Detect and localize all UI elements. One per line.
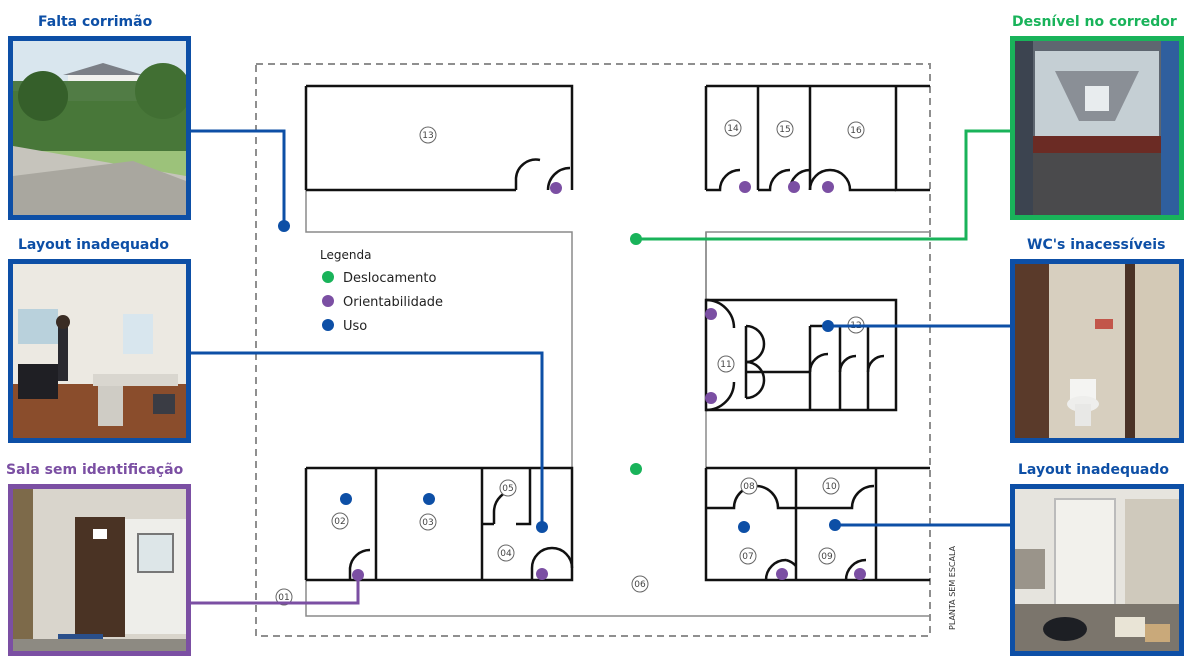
connector-desnivel-corredor (636, 129, 1012, 241)
svg-text:Uso: Uso (343, 319, 367, 334)
marker-orientabilidade (739, 181, 751, 193)
marker-orientabilidade (854, 568, 866, 580)
legend-item-uso: Uso (322, 319, 367, 334)
svg-text:05: 05 (502, 484, 513, 494)
marker-uso (340, 493, 352, 505)
rooms-02-05-walls (304, 466, 574, 582)
svg-text:08: 08 (743, 482, 755, 492)
svg-text:02: 02 (334, 517, 345, 527)
room-label-01: 01 (275, 588, 293, 606)
room-labels: 13 14 15 16 11 12 02 03 04 05 06 01 07 0… (275, 119, 865, 606)
photo-title-sala-sem-identificacao: Sala sem identificação (6, 462, 184, 478)
connector-falta-corrimao (191, 129, 286, 226)
svg-text:09: 09 (821, 552, 833, 562)
room-label-04: 04 (497, 544, 515, 562)
marker-orientabilidade (352, 569, 364, 581)
svg-text:03: 03 (422, 518, 433, 528)
marker-orientabilidade (705, 392, 717, 404)
svg-text:Deslocamento: Deslocamento (343, 271, 436, 286)
marker-orientabilidade (788, 181, 800, 193)
legend-item-orientabilidade: Orientabilidade (322, 295, 443, 310)
photo-sala-sem-identificacao (8, 484, 191, 656)
issue-markers (278, 181, 866, 581)
photo-title-falta-corrimao: Falta corrimão (38, 14, 153, 30)
restroom-block-walls (704, 298, 898, 412)
photo-wcs-inacessiveis (1010, 259, 1184, 443)
photo-title-wcs-inacessiveis: WC's inacessíveis (1027, 237, 1166, 253)
svg-text:Orientabilidade: Orientabilidade (343, 295, 443, 310)
svg-text:06: 06 (634, 580, 646, 590)
marker-uso (738, 521, 750, 533)
site-boundary (255, 63, 931, 637)
marker-orientabilidade (822, 181, 834, 193)
marker-deslocamento (630, 233, 642, 245)
svg-text:04: 04 (500, 549, 512, 559)
marker-uso (278, 220, 290, 232)
photo-layout-inadequado-1 (8, 259, 191, 443)
svg-text:13: 13 (422, 131, 433, 141)
svg-text:15: 15 (779, 125, 790, 135)
room-label-13: 13 (419, 126, 437, 144)
photo-title-layout-inadequado-1: Layout inadequado (18, 237, 170, 253)
svg-text:16: 16 (850, 126, 862, 136)
legend-title: Legenda (320, 248, 371, 262)
marker-uso (536, 521, 548, 533)
svg-text:14: 14 (727, 124, 739, 134)
marker-uso (829, 519, 841, 531)
marker-deslocamento (630, 463, 642, 475)
legend-swatch (322, 319, 334, 331)
room-label-07: 07 (739, 547, 757, 565)
marker-orientabilidade (776, 568, 788, 580)
scale-note: PLANTA SEM ESCALA (948, 545, 957, 630)
room-label-11: 11 (717, 355, 735, 373)
legend-swatch (322, 271, 334, 283)
marker-orientabilidade (536, 568, 548, 580)
photo-desnivel-corredor (1010, 36, 1184, 220)
room-label-03: 03 (419, 513, 437, 531)
room-label-08: 08 (740, 477, 758, 495)
room-label-09: 09 (818, 547, 836, 565)
connector-layout-inadequado-1 (191, 351, 544, 527)
rooms-14-16-walls (704, 84, 930, 192)
room-label-16: 16 (847, 121, 865, 139)
svg-text:01: 01 (278, 593, 289, 603)
room-label-10: 10 (822, 477, 840, 495)
marker-uso (423, 493, 435, 505)
marker-uso (822, 320, 834, 332)
room-label-15: 15 (776, 120, 794, 138)
room-label-05: 05 (499, 479, 517, 497)
marker-orientabilidade (550, 182, 562, 194)
photo-falta-corrimao (8, 36, 191, 220)
rooms-07-10-walls (704, 466, 930, 582)
room-13-walls (304, 84, 574, 192)
photo-title-desnivel-corredor: Desnível no corredor (1012, 14, 1177, 30)
photo-layout-inadequado-2 (1010, 484, 1184, 656)
svg-text:11: 11 (720, 360, 731, 370)
svg-text:07: 07 (742, 552, 753, 562)
connector-sala-sem-identificacao (191, 575, 360, 605)
legend-swatch (322, 295, 334, 307)
room-label-14: 14 (724, 119, 742, 137)
room-label-02: 02 (331, 512, 349, 530)
photo-title-layout-inadequado-2: Layout inadequado (1018, 462, 1170, 478)
legend: Legenda Deslocamento Orientabilidade Uso (320, 248, 443, 334)
marker-orientabilidade (705, 308, 717, 320)
room-label-06: 06 (631, 575, 649, 593)
legend-item-deslocamento: Deslocamento (322, 271, 436, 286)
corridor-lines (305, 190, 930, 617)
svg-text:10: 10 (825, 482, 837, 492)
connector-lines (191, 129, 1012, 605)
